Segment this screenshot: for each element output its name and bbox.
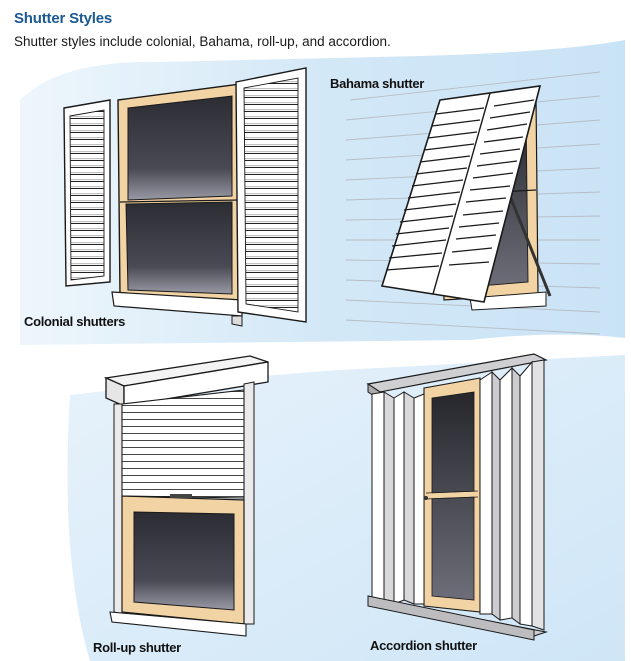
caption-colonial-shutters: Colonial shutters — [24, 314, 126, 329]
colonial-shutter-illustration — [63, 67, 307, 327]
page-subtitle: Shutter styles include colonial, Bahama,… — [14, 34, 391, 49]
rollup-window — [121, 495, 245, 625]
bahama-shutter-illustration — [345, 71, 601, 335]
accordion-right-panels — [479, 359, 545, 631]
colonial-right-shutter — [235, 67, 307, 323]
caption-bahama-shutter: Bahama shutter — [330, 76, 425, 91]
accordion-left-panels — [371, 391, 425, 605]
rollup-shutter-illustration — [103, 355, 269, 637]
rollup-slats — [121, 389, 245, 499]
bahama-louvered-panel — [380, 85, 542, 303]
caption-rollup-shutter: Roll-up shutter — [93, 640, 181, 655]
rollup-housing-box — [103, 355, 269, 408]
colonial-window — [111, 83, 243, 327]
page-title: Shutter Styles — [14, 10, 113, 27]
accordion-shutter-illustration — [366, 353, 549, 641]
colonial-left-shutter — [63, 99, 111, 287]
caption-accordion-shutter: Accordion shutter — [370, 638, 477, 653]
